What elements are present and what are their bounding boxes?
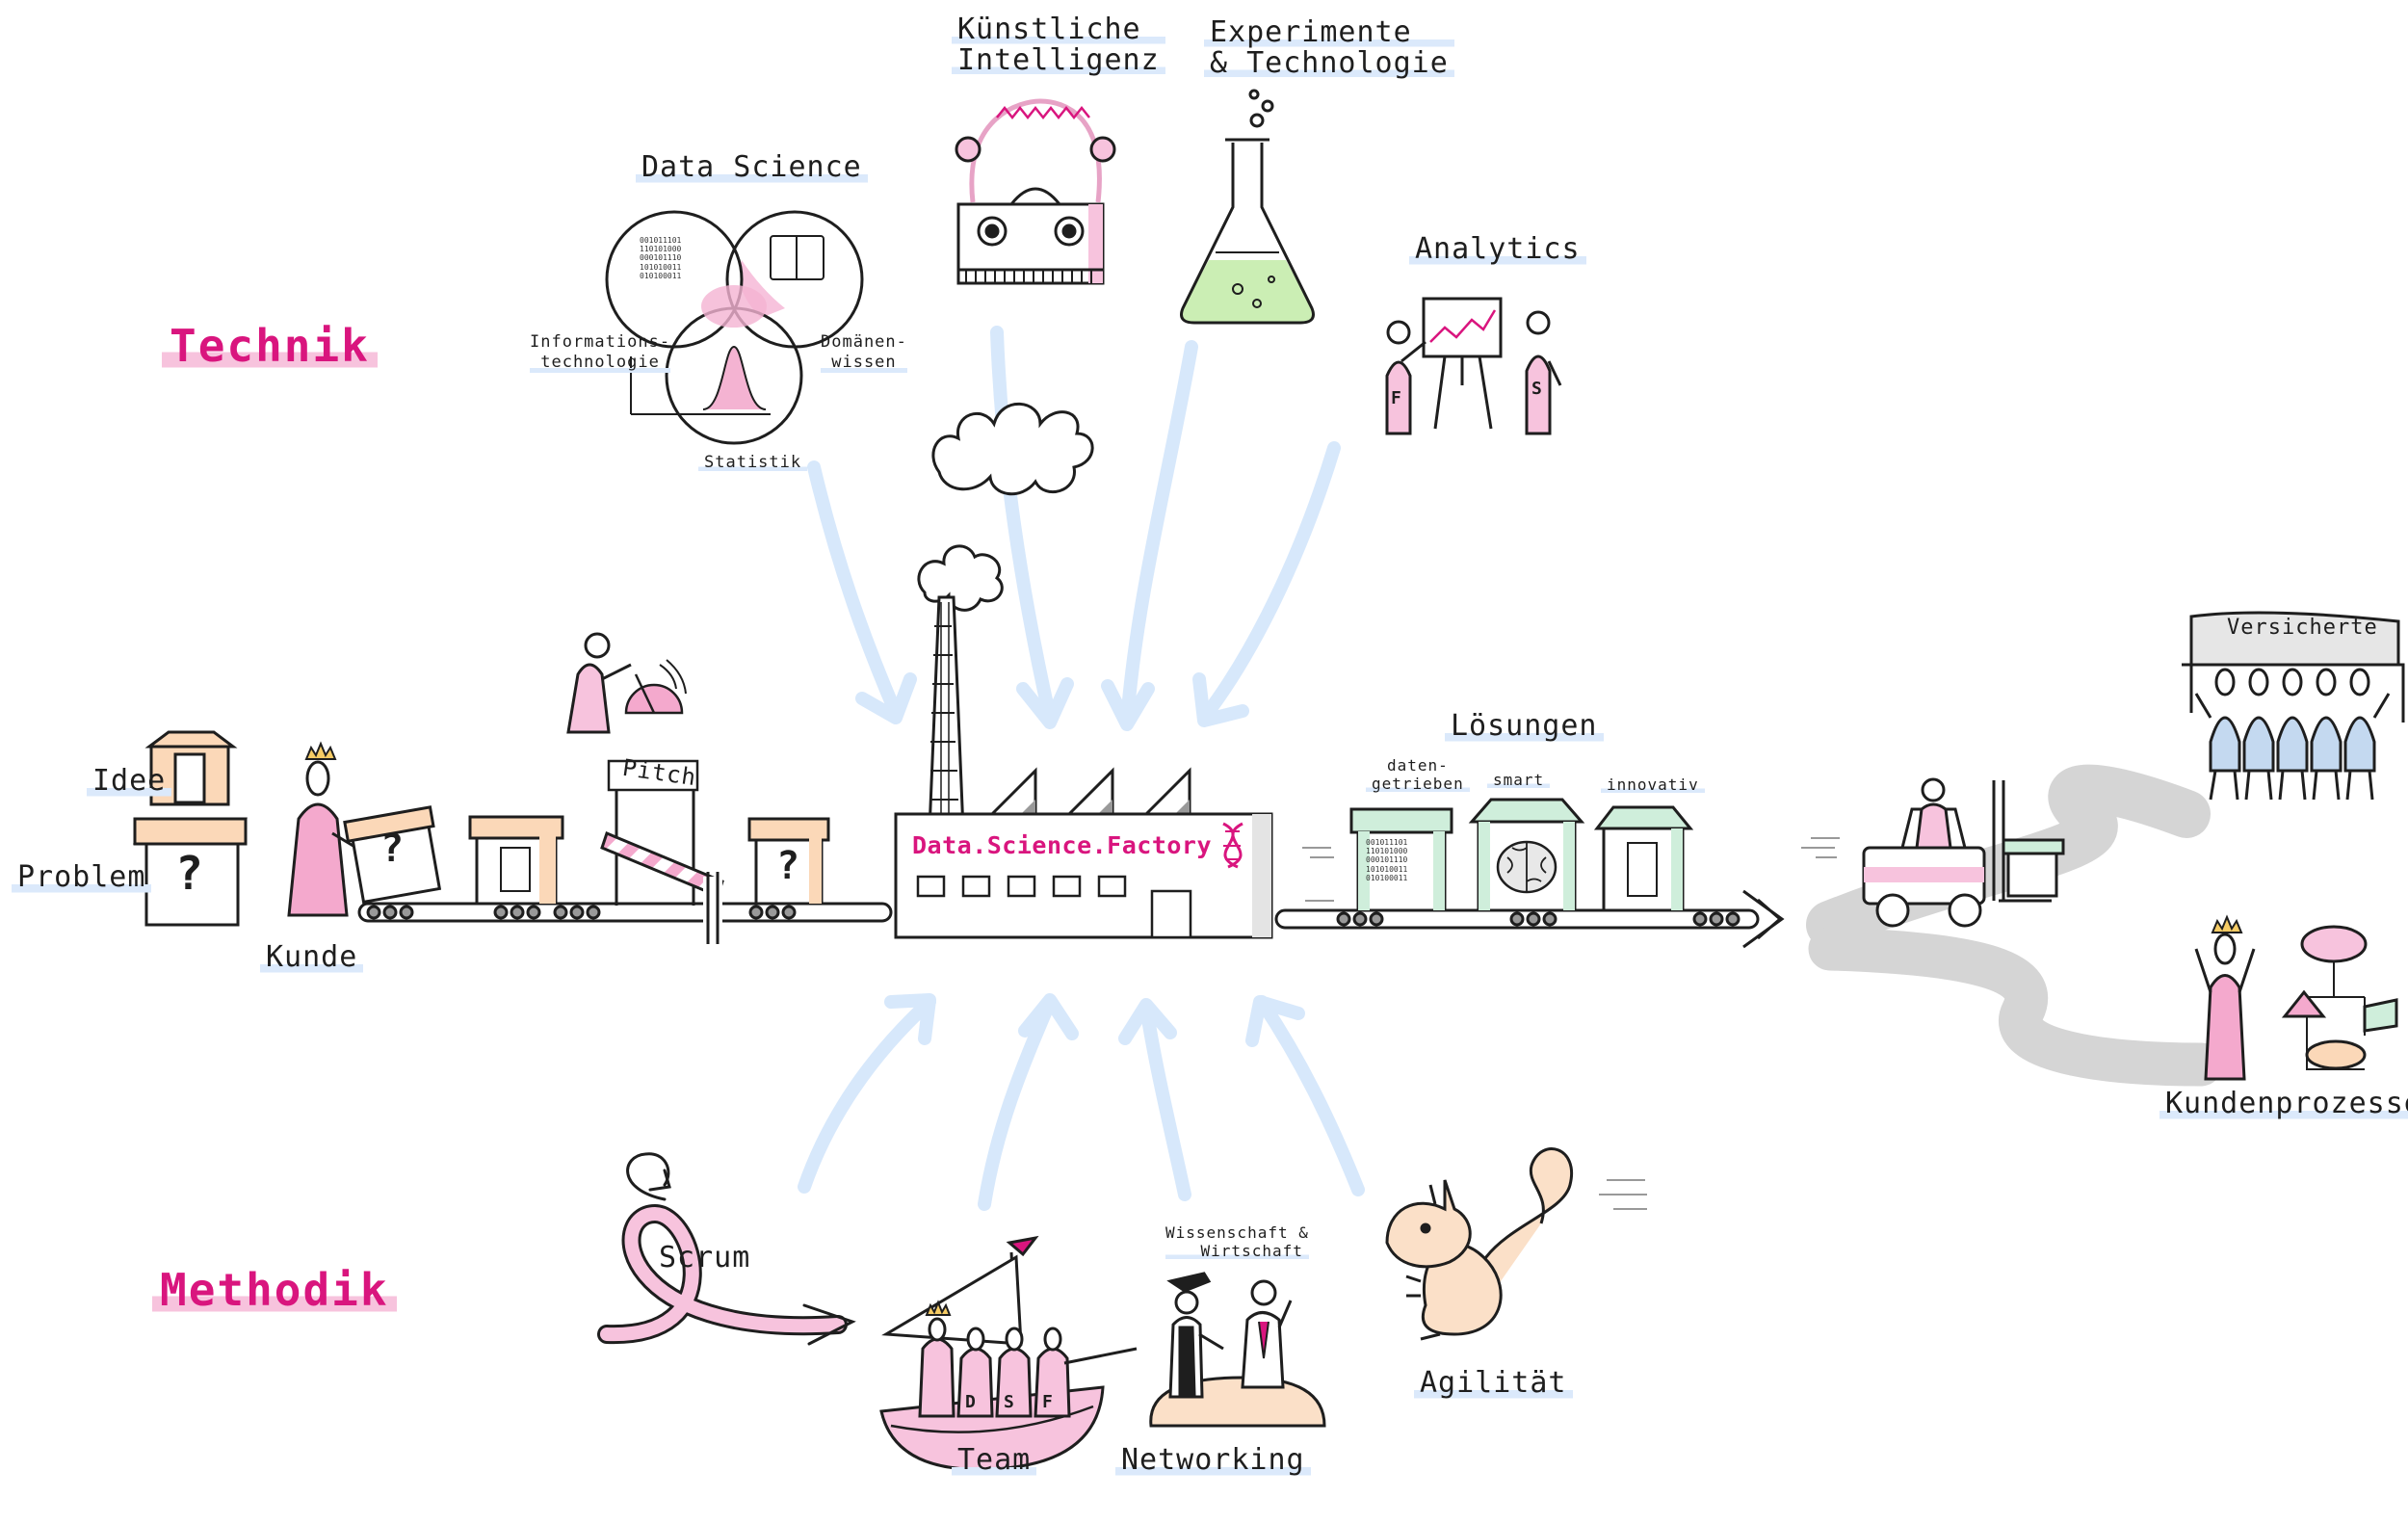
team-badge-d: D <box>965 1392 977 1412</box>
conveyor-belt-input <box>357 902 893 923</box>
kunde-box-question-mark: ? <box>380 827 406 871</box>
inflow-arrows-bottom <box>798 993 1365 1211</box>
label-scrum: Scrum <box>659 1241 751 1274</box>
solution-box-data <box>1349 807 1453 912</box>
label-experimente-technologie: Experimente & Technologie <box>1204 17 1454 78</box>
analytics-badge-s: S <box>1531 379 1543 399</box>
ai-robot <box>955 98 1116 285</box>
label-datengetrieben: daten- getrieben <box>1366 756 1470 794</box>
label-smart: smart <box>1487 771 1551 789</box>
label-kuenstliche-intelligenz: Künstliche Intelligenz <box>952 14 1165 75</box>
label-networking: Networking <box>1115 1443 1311 1477</box>
versicherte-crowd <box>2182 611 2405 801</box>
box-binary-digits: 001011101 110101000 000101110 101010011 … <box>1366 838 1408 882</box>
team-badge-s: S <box>1004 1392 1015 1412</box>
venn-binary-digits: 001011101 110101000 000101110 101010011 … <box>640 236 682 280</box>
label-data-science: Data Science <box>636 150 868 184</box>
section-title-technik: Technik <box>162 320 378 372</box>
label-innovativ: innovativ <box>1601 775 1705 794</box>
data-science-venn <box>605 210 864 445</box>
label-wissenschaft-wirtschaft: Wissenschaft & Wirtschaft <box>1165 1223 1309 1261</box>
label-kunde: Kunde <box>260 940 364 974</box>
label-loesungen: Lösungen <box>1445 709 1604 743</box>
label-kundenprozesse: Kundenprozesse <box>2159 1087 2408 1120</box>
forklift <box>1862 777 2065 928</box>
factory-chimney <box>917 402 1094 832</box>
label-agilitaet: Agilität <box>1414 1366 1573 1400</box>
kunde-figure <box>287 741 442 917</box>
inflow-arrows-top <box>807 326 1341 731</box>
label-versicherte: Versicherte <box>2227 616 2378 640</box>
belt-box-question-mark: ? <box>776 844 801 888</box>
conveyor-belt-output <box>1274 889 1785 949</box>
label-idee: Idee <box>87 764 172 798</box>
motion-lines <box>1302 837 1840 1210</box>
label-team: Team <box>952 1443 1037 1477</box>
analytics-presentation <box>1385 297 1562 435</box>
problem-question-mark: ? <box>175 847 204 901</box>
factory-building <box>894 767 1273 939</box>
label-informationstechnologie: Informations- technologie <box>530 332 671 374</box>
idea-box-belt-1 <box>468 815 564 906</box>
scrum-loop <box>597 1152 856 1346</box>
road <box>1806 764 2223 1087</box>
analytics-badge-f: F <box>1391 388 1402 408</box>
pitch-gate <box>600 759 724 954</box>
pitch-person <box>566 632 687 734</box>
networking-island <box>1149 1272 1326 1428</box>
question-box-belt-2 <box>747 817 830 906</box>
solution-box-innovativ <box>1593 805 1694 912</box>
kundenprozesse-diagram <box>2194 914 2398 1081</box>
solution-box-smart <box>1468 798 1585 912</box>
label-statistik: Statistik <box>698 453 808 473</box>
label-problem: Problem <box>12 860 152 894</box>
label-domaenenwissen: Domänen- wissen <box>821 332 907 374</box>
section-title-methodik: Methodik <box>152 1264 397 1316</box>
factory-name: Data.Science.Factory <box>912 831 1213 859</box>
squirrel <box>1385 1147 1574 1341</box>
team-badge-f: F <box>1042 1392 1054 1412</box>
erlenmeyer-flask <box>1180 89 1315 325</box>
problem-idea-stack <box>133 730 248 927</box>
label-analytics: Analytics <box>1409 232 1586 266</box>
team-boat <box>879 1235 1138 1471</box>
